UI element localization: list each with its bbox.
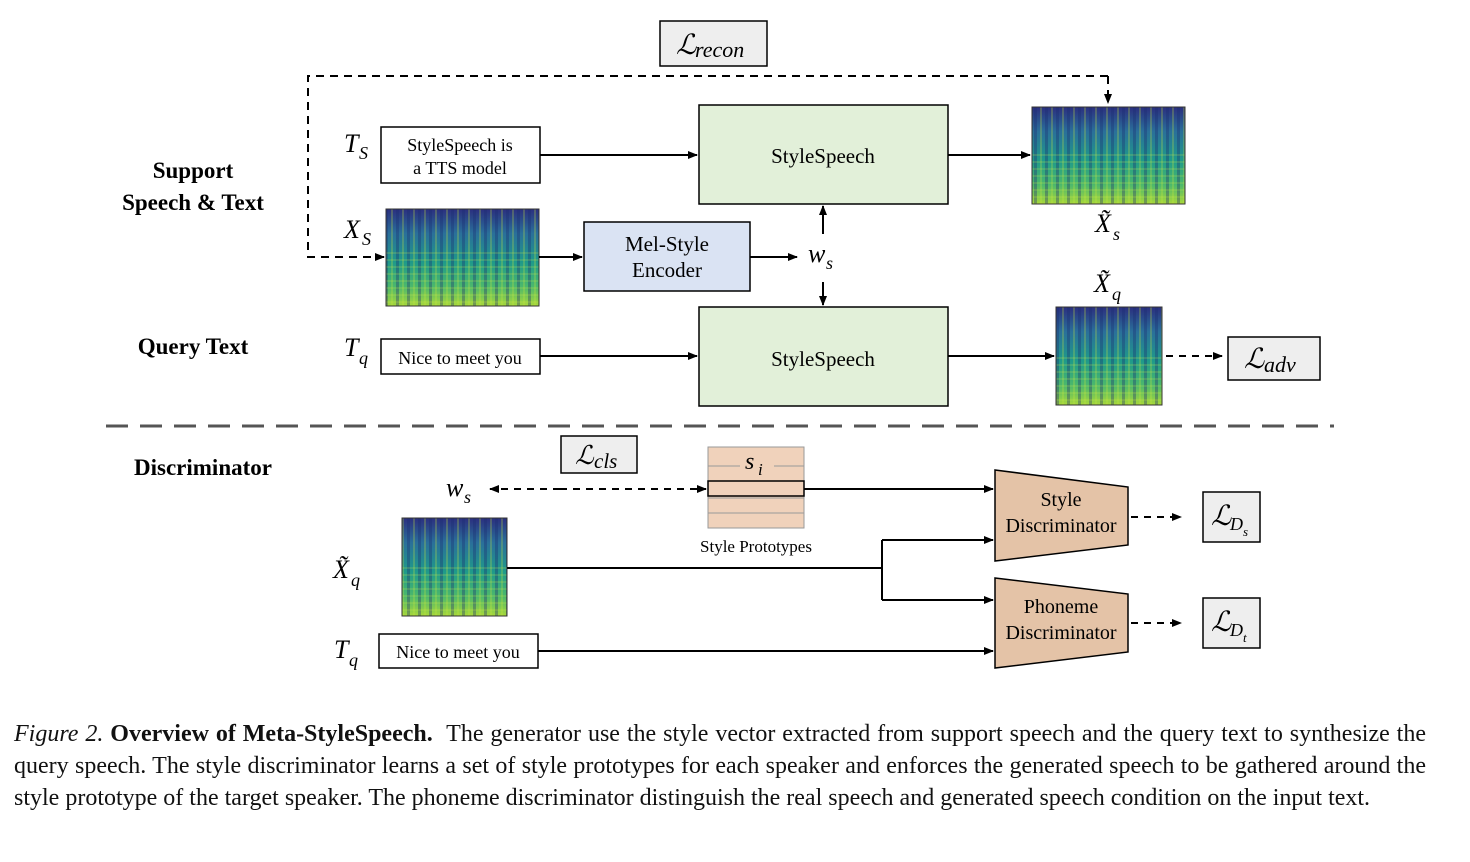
disc-query-text: Nice to meet you: [396, 642, 519, 662]
support-label-line1: Support: [153, 158, 234, 183]
w-s-symbol-disc: w: [446, 473, 464, 502]
t-q-sub-disc: q: [349, 650, 358, 670]
recon-loss-box: [659, 20, 768, 67]
w-s-sub: s: [826, 253, 833, 273]
style-discriminator-box: [994, 469, 1129, 562]
x-s-sub: S: [362, 229, 371, 249]
style-disc-loss-sub: s: [1243, 524, 1248, 539]
cls-loss-sub: cls: [594, 449, 617, 473]
support-text-line1: StyleSpeech is: [407, 135, 513, 155]
support-text-box: [380, 126, 541, 184]
style-disc-label-line2: Discriminator: [1005, 515, 1116, 537]
style-disc-loss-box: [1202, 491, 1261, 543]
disc-query-spectrogram: [401, 517, 508, 617]
style-disc-loss-symbol: ℒ: [1211, 501, 1232, 532]
t-q-symbol: T: [344, 333, 360, 362]
caption-label: Figure 2.: [14, 721, 104, 747]
style-disc-label-line1: Style: [1040, 489, 1081, 511]
adv-loss-symbol: ℒ: [1244, 344, 1265, 375]
cls-loss-box: [560, 435, 638, 474]
xtilde-q-sub-disc: q: [351, 570, 360, 590]
xtilde-q-sub-top: q: [1112, 284, 1121, 304]
query-text: Nice to meet you: [398, 348, 521, 368]
recon-loss-symbol: ℒ: [676, 30, 697, 61]
generated-support-spectrogram: [1031, 106, 1186, 205]
recon-dashed-loop: [307, 75, 1108, 261]
phoneme-disc-loss-d: D: [1229, 620, 1243, 640]
w-s-symbol: w: [808, 239, 826, 268]
query-label: Query Text: [138, 334, 249, 359]
w-s-sub-disc: s: [464, 487, 471, 507]
xtilde-s-symbol: X̃: [1094, 209, 1112, 238]
support-speech-spectrogram: [385, 208, 540, 307]
phoneme-discriminator-box: [994, 577, 1129, 669]
caption-title: Overview of Meta-StyleSpeech.: [110, 721, 433, 747]
support-text-line2: a TTS model: [413, 158, 507, 178]
xtilde-q-symbol-top: X̃: [1093, 269, 1111, 298]
t-q-sub: q: [359, 348, 368, 368]
stylespeech-bottom-label: StyleSpeech: [771, 347, 875, 371]
phoneme-disc-loss-symbol: ℒ: [1211, 607, 1232, 638]
s-i-symbol: s: [745, 449, 754, 475]
support-label-line2: Speech & Text: [122, 190, 264, 215]
t-q-symbol-disc: T: [334, 635, 350, 664]
discriminator-label: Discriminator: [134, 455, 272, 480]
stylespeech-top-label: StyleSpeech: [771, 144, 875, 168]
caption-body: The generator use the style vector extra…: [14, 721, 1427, 811]
generated-query-spectrogram: [1055, 306, 1163, 406]
style-prototypes-label: Style Prototypes: [700, 537, 812, 556]
phoneme-disc-label-line2: Discriminator: [1005, 622, 1116, 644]
t-s-sub: S: [359, 143, 368, 163]
cls-loss-symbol: ℒ: [575, 441, 595, 470]
adv-loss-sub: adv: [1264, 352, 1296, 377]
adv-loss-box: [1227, 336, 1321, 381]
t-s-symbol: T: [344, 129, 360, 158]
encoder-label-line2: Encoder: [632, 258, 702, 282]
xtilde-q-symbol-disc: X̃: [332, 555, 350, 584]
style-prototypes-stack: [707, 446, 805, 529]
style-disc-loss-d: D: [1229, 514, 1243, 534]
phoneme-disc-label-line1: Phoneme: [1024, 596, 1099, 618]
phoneme-disc-loss-sub: t: [1243, 630, 1247, 645]
diagram-canvas: Support Speech & Text Query Text Discrim…: [106, 20, 1334, 670]
s-i-sub: i: [758, 460, 763, 479]
query-text-box: [380, 338, 541, 375]
recon-loss-sub: recon: [695, 37, 744, 62]
stylespeech-bottom-box: [698, 306, 949, 407]
figure-caption: Figure 2. Overview of Meta-StyleSpeech. …: [14, 718, 1426, 814]
xtilde-s-sub: s: [1113, 224, 1120, 244]
encoder-label-line1: Mel-Style: [625, 232, 709, 256]
phoneme-disc-loss-box: [1202, 597, 1261, 649]
x-s-symbol: X: [343, 215, 361, 244]
